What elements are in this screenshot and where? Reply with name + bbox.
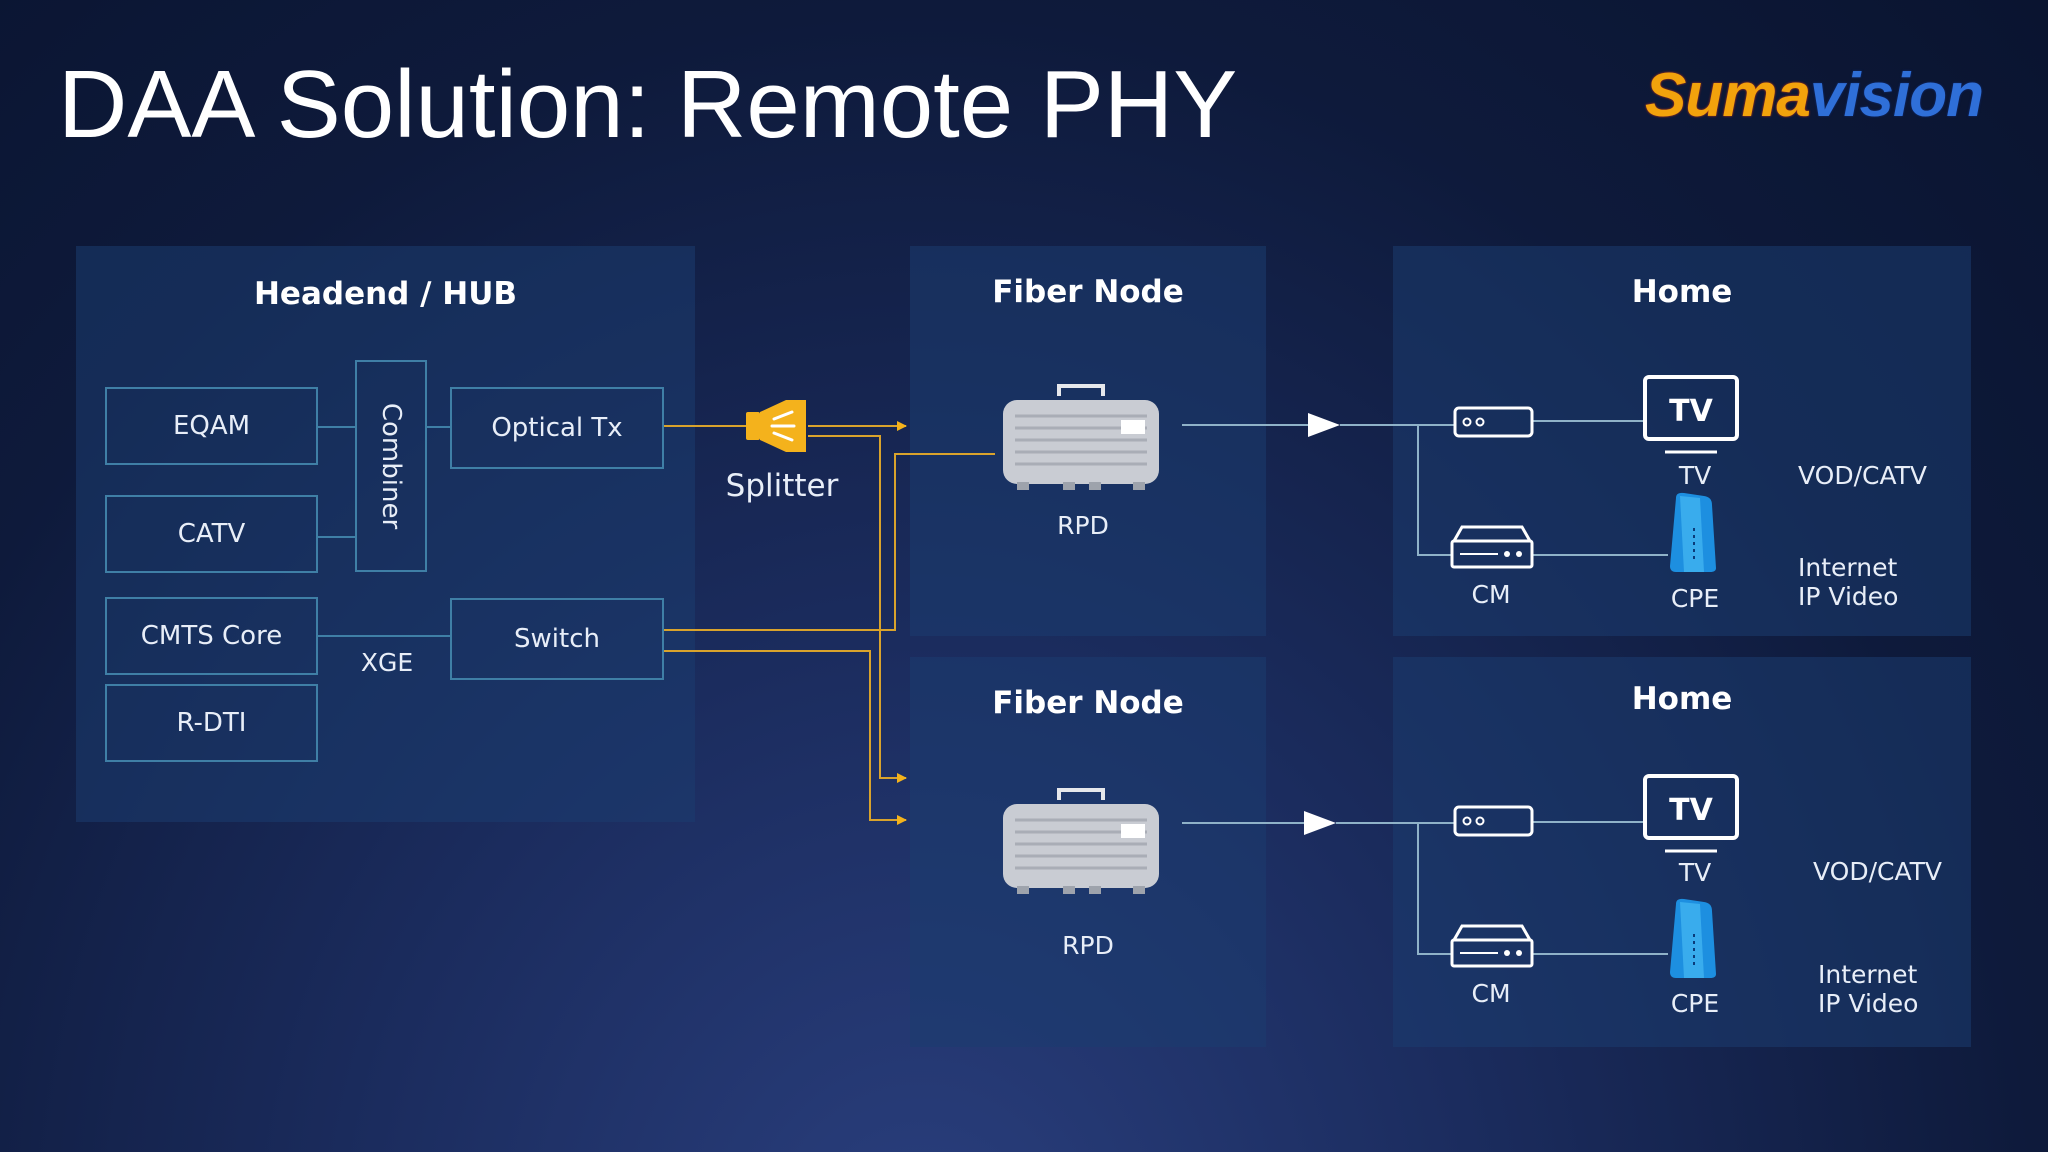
- tv-icon-text-1: TV: [1669, 394, 1713, 429]
- catv-box: CATV: [105, 495, 318, 573]
- rpd-label-2: RPD: [1062, 931, 1114, 960]
- cpe-label-2: CPE: [1670, 989, 1720, 1018]
- combiner-label: Combiner: [376, 402, 406, 530]
- service-vod-catv-1: VOD/CATV: [1798, 461, 1928, 490]
- tv-label-2: TV: [1678, 858, 1712, 887]
- cm-label-1: CM: [1471, 580, 1511, 609]
- cable-modem-icon-2: [1450, 924, 1534, 968]
- cpe-router-icon-1: [1670, 492, 1716, 572]
- set-top-box-icon-2: [1453, 805, 1534, 837]
- slide-title: DAA Solution: Remote PHY: [58, 51, 1238, 158]
- rpd-device-icon-2: [1003, 788, 1159, 894]
- fiber-node-title-2: Fiber Node: [992, 685, 1184, 721]
- home-title-1: Home: [1631, 274, 1733, 310]
- switch-box: Switch: [450, 598, 664, 680]
- splitter-label: Splitter: [725, 468, 839, 504]
- cpe-router-icon-2: [1670, 898, 1716, 978]
- r-dti-box: R-DTI: [105, 684, 318, 762]
- rpd-device-icon-1: [1003, 384, 1159, 490]
- optical-tx-box: Optical Tx: [450, 387, 664, 469]
- eqam-box: EQAM: [105, 387, 318, 465]
- cpe-label-1: CPE: [1670, 584, 1720, 613]
- home-title-2: Home: [1631, 681, 1733, 717]
- rpd-label-1: RPD: [1057, 511, 1109, 540]
- cmts-core-box: CMTS Core: [105, 597, 318, 675]
- optical-links: [663, 421, 995, 825]
- headend-title: Headend / HUB: [253, 276, 517, 312]
- tv-icon-2: [1643, 774, 1739, 853]
- tv-label-1: TV: [1678, 461, 1712, 490]
- service-internet-2: Internet: [1818, 960, 1918, 989]
- cm-label-2: CM: [1471, 979, 1511, 1008]
- arrow-icon-1: [1308, 413, 1340, 437]
- fiber-node-panel-2: Fiber Node: [910, 657, 1266, 1047]
- tv-icon-1: [1643, 375, 1739, 454]
- sumavision-logo: Sumavision: [1645, 61, 1984, 130]
- tv-icon-text-2: TV: [1669, 793, 1713, 828]
- fiber-node-title-1: Fiber Node: [992, 274, 1184, 310]
- service-vod-catv-2: VOD/CATV: [1813, 857, 1943, 886]
- node-to-home-links: [1182, 420, 1668, 955]
- set-top-box-icon-1: [1453, 406, 1534, 438]
- headend-links: [317, 426, 451, 637]
- splitter-icon: [746, 400, 806, 452]
- cable-modem-icon-1: [1450, 525, 1534, 569]
- headend-panel: Headend / HUB: [76, 246, 695, 822]
- service-ip-video-1: IP Video: [1798, 582, 1899, 611]
- arrow-icon-2: [1304, 811, 1336, 835]
- xge-label: XGE: [360, 648, 414, 677]
- service-internet-1: Internet: [1798, 553, 1898, 582]
- combiner-box: Combiner: [355, 360, 427, 572]
- service-ip-video-2: IP Video: [1818, 989, 1919, 1018]
